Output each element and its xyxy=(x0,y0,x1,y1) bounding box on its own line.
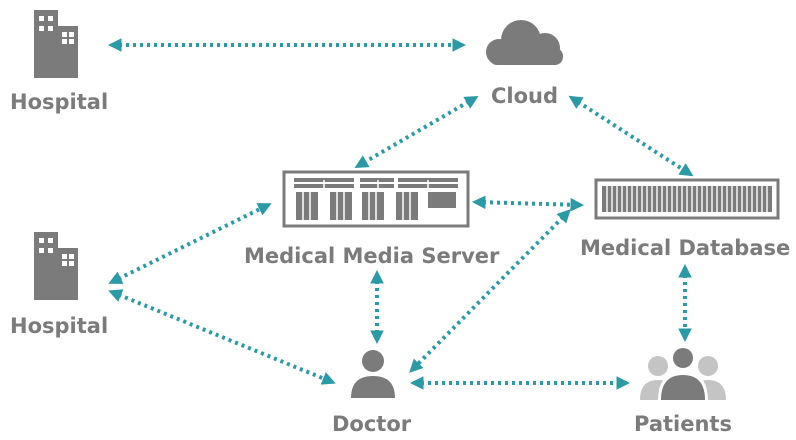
patients-label: Patients xyxy=(634,412,732,436)
arrow-database-to-doctor xyxy=(409,209,571,373)
arrow-hospital-mid-to-doctor xyxy=(108,289,336,385)
hospital-mid-label: Hospital xyxy=(10,314,109,338)
arrow-hospital-mid-to-media-server xyxy=(108,203,272,284)
person-icon xyxy=(351,350,395,398)
arrow-cloud-to-database xyxy=(568,95,694,177)
cloud-label: Cloud xyxy=(491,84,559,108)
media-server-label: Medical Media Server xyxy=(244,244,500,268)
people-group-icon xyxy=(640,346,726,400)
arrow-cloud-to-media-server xyxy=(354,95,479,169)
hospital-top-label: Hospital xyxy=(10,90,109,114)
server-rack-icon xyxy=(282,170,470,228)
database-rack-icon xyxy=(594,178,780,220)
cloud-icon xyxy=(486,20,563,65)
hospital-building-icon xyxy=(34,232,78,300)
hospital-building-icon xyxy=(34,10,78,78)
database-label: Medical Database xyxy=(580,236,791,260)
doctor-label: Doctor xyxy=(332,412,412,436)
arrow-media-server-to-database xyxy=(471,195,585,212)
